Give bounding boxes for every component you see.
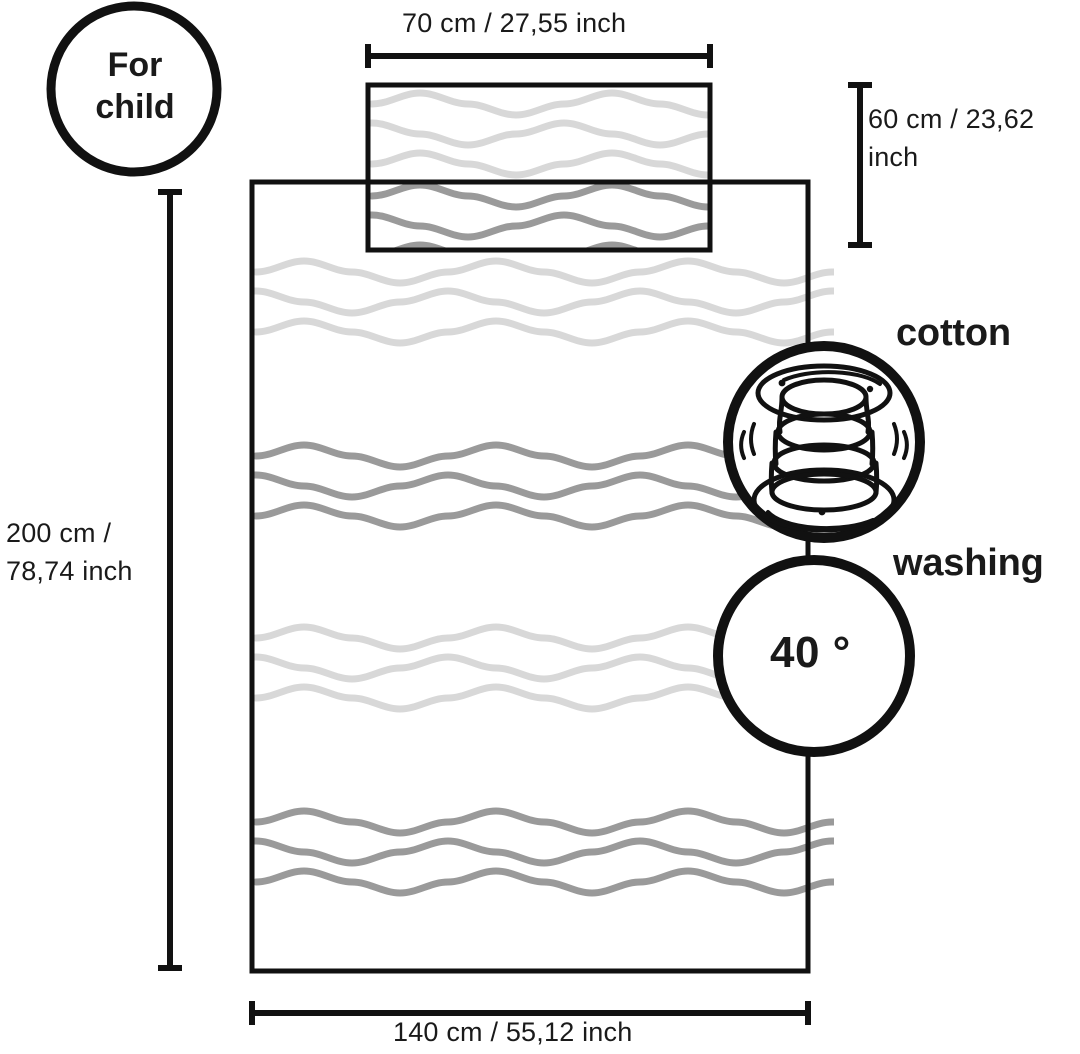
for-child-badge-label: For child [52,44,218,128]
washing-badge [713,555,915,757]
pillow-upper-band-row [370,89,708,119]
thread-spool-icon [739,363,909,533]
pillow-upper-band-row [370,149,708,179]
dimension-line-duvet-width [249,1001,811,1025]
pillow-outline [365,82,713,253]
pillow-lower-band-row [392,241,640,248]
duvet-length-label-line1: 200 cm / [6,518,112,548]
pillow-upper-band [370,89,708,179]
pillow-height-label-line2: inch [868,142,919,172]
washing-label: washing [893,542,1044,584]
duvet-band-4 [254,807,834,897]
duvet-band-4-row [254,867,834,897]
pillow-height-label-line1: 60 cm / 23,62 [868,104,1035,134]
pillow-height-label: 60 cm / 23,62 inch [868,100,1068,176]
pillow-lower-band-row [370,211,708,241]
duvet-outline [249,179,811,974]
dimension-line-pillow-width [365,44,713,68]
for-child-line2: child [95,88,175,126]
dimension-line-duvet-length [158,189,182,971]
cotton-label: cotton [896,312,1011,354]
duvet-band-4-row [254,837,834,867]
pillow-wave-pattern [370,89,708,248]
duvet-band-4-row [254,807,834,837]
duvet-band-1 [254,257,834,347]
duvet-width-label: 140 cm / 55,12 inch [393,1017,633,1047]
washing-temperature-label: 40 ° [770,628,851,677]
duvet-band-1-row [254,257,834,287]
duvet-band-1-row [254,317,834,347]
for-child-line1: For [107,46,163,84]
duvet-band-1-row [254,287,834,317]
pillow-lower-band-row [370,181,708,211]
cotton-badge [723,341,925,543]
pillow-lower-band [370,181,708,248]
pillow-width-label: 70 cm / 27,55 inch [402,8,627,38]
duvet-length-label: 200 cm / 78,74 inch [6,514,166,590]
duvet-length-label-line2: 78,74 inch [6,556,133,586]
dimension-line-pillow-height [848,82,872,248]
pillow-upper-band-row [370,119,708,149]
for-child-badge-circle [46,1,222,177]
